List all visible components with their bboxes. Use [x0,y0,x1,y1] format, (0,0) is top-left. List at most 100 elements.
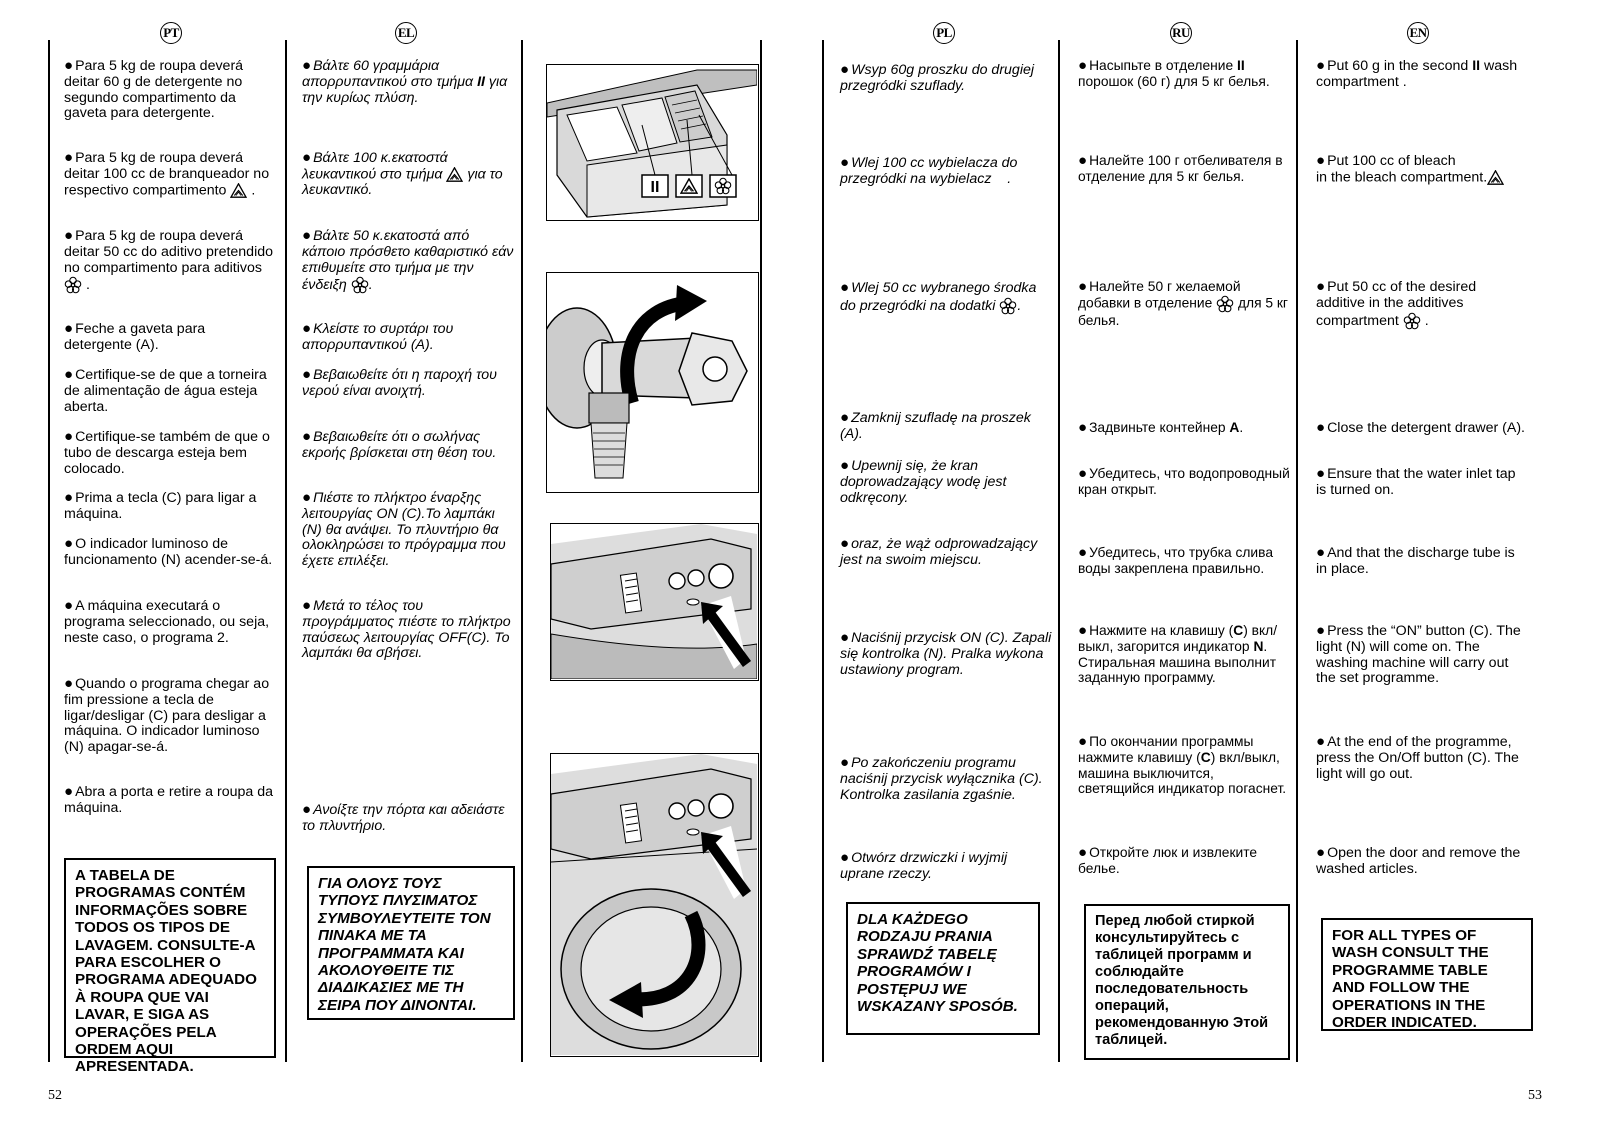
detergent-drawer-illustration: II [547,65,758,219]
en-step-3: ●Put 50 cc of the desired additive in th… [1316,278,1477,329]
bullet-icon: ● [302,320,312,337]
en-step-4: ●Close the detergent drawer (A). [1316,419,1525,436]
bullet-icon: ● [840,154,850,171]
el-step-6: ●Βεβαιωθείτε ότι ο σωλήνας εκροής βρίσκε… [302,428,497,461]
lang-badge-en: EN [1407,22,1429,44]
pt-step-5: ●Certifique-se de que a torneira de alim… [64,366,267,415]
pl-step-7: ●Naciśnij przycisk ON (C). Zapali się ko… [840,629,1052,678]
bullet-icon: ● [302,149,312,166]
bleach-triangle-icon [446,167,463,182]
ru-step-2: ●Налейте 100 г отбеливателя в отделение … [1078,152,1283,184]
ru-step-9: ●Откройте люк и извлеките белье. [1078,844,1258,876]
pl-step-1: ●Wsyp 60g proszku do drugiej przegródki … [840,61,1035,94]
bullet-icon: ● [302,597,312,614]
bullet-icon: ● [1078,465,1088,482]
ru-step-5: ●Убедитесь, что водопроводный кран откры… [1078,465,1290,497]
bullet-icon: ● [1078,844,1088,861]
pt-step-8: ●O indicador luminoso de funcionamento (… [64,535,273,568]
lang-badge-pl: PL [933,22,955,44]
bullet-icon: ● [840,409,850,426]
bullet-icon: ● [840,279,850,296]
el-step-1: ●Βάλτε 60 γραμμάρια απορρυπαντικού στο τ… [302,57,508,106]
water-tap-illustration [547,285,748,479]
pl-step-5: ●Upewnij się, że kran doprowadzający wod… [840,457,1007,506]
lang-badge-el: EL [395,22,417,44]
bullet-icon: ● [1316,465,1326,482]
figure-control-panel [550,523,759,681]
bullet-icon: ● [64,227,74,244]
bullet-icon: ● [302,57,312,74]
bullet-icon: ● [64,149,74,166]
pt-step-7: ●Prima a tecla (C) para ligar a máquina. [64,489,257,522]
el-step-9: ●Ανοίξτε την πόρτα και αδειάστε το πλυντ… [302,801,505,834]
bullet-icon: ● [64,489,74,506]
flower-additive-icon [351,276,369,294]
pt-note-box: A TABELA DE PROGRAMAS CONTÉM INFORMAÇÕES… [64,858,276,1075]
divider-ru-en [1296,40,1298,1062]
ru-step-4: ●Задвиньте контейнер A. [1078,419,1244,436]
bullet-icon: ● [302,801,312,818]
pl-step-4: ●Zamknij szufladę na proszek (A). [840,409,1031,442]
figure-detergent-drawer: II [546,64,759,221]
pt-step-3: ●Para 5 kg de roupa deverá deitar 50 cc … [64,227,274,294]
pt-step-6: ●Certifique-se também de que o tubo de d… [64,428,270,477]
bullet-icon: ● [840,457,850,474]
el-step-3: ●Βάλτε 50 κ.εκατοστά από κάποιο πρόσθετο… [302,227,514,294]
bullet-icon: ● [302,428,312,445]
page-number-left: 52 [48,1088,62,1103]
bullet-icon: ● [840,754,850,771]
bullet-icon: ● [64,428,74,445]
drawer-label-main-wash: II [651,179,660,196]
bullet-icon: ● [64,783,74,800]
bullet-icon: ● [1316,844,1326,861]
ru-step-6: ●Убедитесь, что трубка слива воды закреп… [1078,544,1273,576]
bullet-icon: ● [64,57,74,74]
lang-badge-ru: RU [1170,22,1192,44]
en-step-1: ●Put 60 g in the second II wash compartm… [1316,57,1518,90]
bullet-icon: ● [302,366,312,383]
bullet-icon: ● [1078,733,1088,750]
el-step-7: ●Πιέστε το πλήκτρο έναρξης λειτουργίας O… [302,489,506,570]
bullet-icon: ● [1316,278,1326,295]
bullet-icon: ● [64,366,74,383]
bullet-icon: ● [64,320,74,337]
en-step-9: ●Open the door and remove the washed art… [1316,844,1521,877]
bullet-icon: ● [302,489,312,506]
el-note-box: ΓΙΑ ΟΛΟΥΣ ΤΟΥΣ ΤΥΠΟΥΣ ΠΛΥΣΙΜΑΤΟΣ ΣΥΜΒΟΥΛ… [307,866,515,1020]
bullet-icon: ● [840,535,850,552]
bullet-icon: ● [1078,419,1088,436]
bullet-icon: ● [1316,622,1326,639]
en-step-8: ●At the end of the programme, press the … [1316,733,1519,782]
en-note-box: FOR ALL TYPES OF WASH CONSULT THE PROGRA… [1321,918,1533,1031]
divider-pl-ru [1058,40,1060,1062]
pl-step-3: ●Wlej 50 cc wybranego środka do przegród… [840,279,1037,315]
bullet-icon: ● [1078,57,1088,74]
bullet-icon: ● [1316,544,1326,561]
en-step-6: ●And that the discharge tube is in place… [1316,544,1515,577]
bullet-icon: ● [1316,57,1326,74]
pt-step-1: ●Para 5 kg de roupa deverá deitar 60 g d… [64,57,244,122]
ru-step-3: ●Налейте 50 г желаемой добавки в отделен… [1078,278,1288,328]
figure-water-tap [546,272,759,493]
figure-door-open [550,753,759,1057]
pl-note-box: DLA KAŻDEGO RODZAJU PRANIA SPRAWDŹ TABEL… [846,902,1040,1035]
bullet-icon: ● [1078,544,1088,561]
bullet-icon: ● [840,849,850,866]
pt-step-2: ●Para 5 kg de roupa deverá deitar 100 cc… [64,149,270,198]
pl-step-6: ●oraz, że wąż odprowadzający jest na swo… [840,535,1038,568]
el-step-2: ●Βάλτε 100 κ.εκατοστά λευκαντικού στο τμ… [302,149,503,198]
bullet-icon: ● [1078,278,1088,295]
control-panel-illustration [551,524,758,680]
pt-step-4: ●Feche a gaveta para detergente (A). [64,320,206,353]
bleach-triangle-icon [230,183,247,198]
flower-additive-icon [999,297,1017,315]
ru-step-7: ●Нажмите на клавишу (C) вкл/выкл, загори… [1078,622,1278,686]
page-number-right: 53 [1528,1088,1542,1103]
bullet-icon: ● [1316,152,1326,169]
pt-step-9: ●A máquina executará o programa seleccio… [64,597,270,646]
lang-badge-pt: PT [160,22,182,44]
pt-step-10: ●Quando o programa chegar ao fim pressio… [64,675,270,756]
en-step-7: ●Press the “ON” button (C). The light (N… [1316,622,1521,687]
flower-additive-icon [1216,295,1234,313]
bullet-icon: ● [64,597,74,614]
